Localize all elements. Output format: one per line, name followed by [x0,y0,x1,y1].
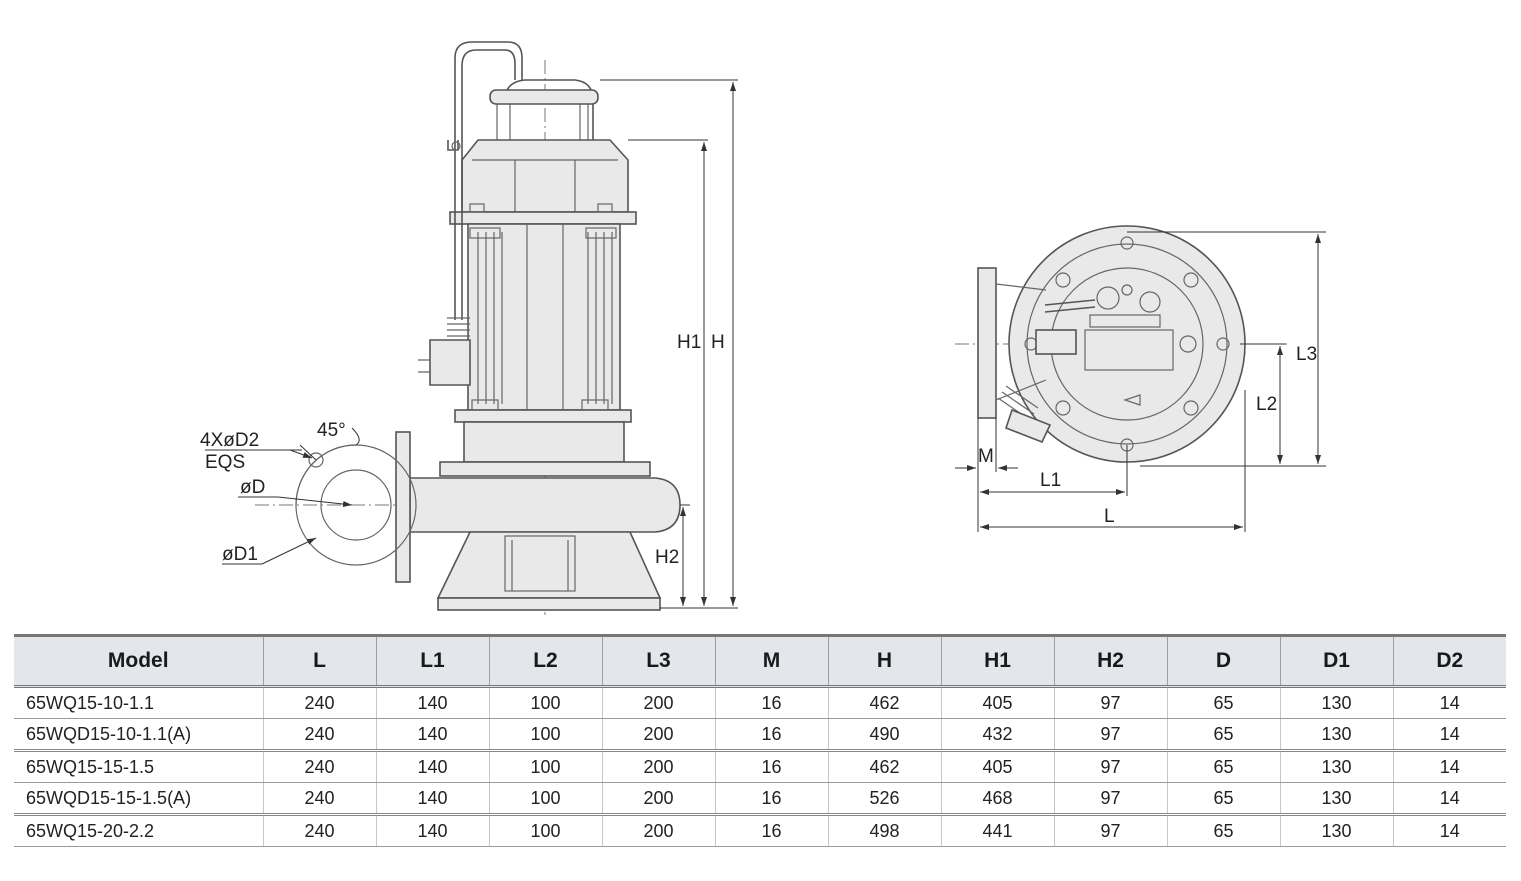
cell-d1: 130 [1279,718,1393,751]
m-label: M [978,446,994,467]
cell-d2: 14 [1392,813,1506,847]
cell-h: 526 [827,782,941,815]
h-label: H [711,332,725,353]
cell-l2: 100 [488,813,602,847]
cell-l3: 200 [601,813,715,847]
cell-h: 462 [827,749,941,783]
cell-m: 16 [714,718,828,751]
cell-d1: 130 [1279,749,1393,783]
cell-h: 490 [827,718,941,751]
cell-m: 16 [714,782,828,815]
cell-l1: 140 [375,686,489,719]
cell-model: 65WQD15-15-1.5(A) [14,782,263,815]
dimension-table: Model L L1 L2 L3 M H H1 H2 D D1 D2 65WQ1… [14,634,1506,847]
table-row: 65WQD15-10-1.1(A) 240 140 100 200 16 490… [14,718,1506,751]
column-header-l1: L1 [375,634,489,688]
cell-h2: 97 [1053,782,1167,815]
cell-l2: 100 [488,718,602,751]
cell-l3: 200 [601,749,715,783]
pump-side-view: H1 H H2 4XøD2 EQS 45° øD øD1 [200,41,738,615]
cell-l1: 140 [375,718,489,751]
cell-l2: 100 [488,686,602,719]
cell-d2: 14 [1392,782,1506,815]
cell-m: 16 [714,686,828,719]
l2-label: L2 [1256,394,1277,415]
table-header-row: Model L L1 L2 L3 M H H1 H2 D D1 D2 [14,634,1506,688]
column-header-h: H [827,634,941,688]
table-row: 65WQ15-15-1.5 240 140 100 200 16 462 405… [14,749,1506,783]
cell-h1: 441 [940,813,1054,847]
cell-l3: 200 [601,686,715,719]
cell-d1: 130 [1279,813,1393,847]
column-header-model: Model [14,634,263,688]
cell-m: 16 [714,749,828,783]
cell-l2: 100 [488,782,602,815]
cell-l1: 140 [375,813,489,847]
cell-l1: 140 [375,782,489,815]
eqs-label: EQS [205,452,245,473]
cell-d: 65 [1166,782,1280,815]
cell-m: 16 [714,813,828,847]
cell-l3: 200 [601,782,715,815]
cell-d1: 130 [1279,782,1393,815]
holes-label: 4XøD2 [200,430,259,451]
d-label: øD [240,477,265,498]
cell-d2: 14 [1392,686,1506,719]
cell-l: 240 [262,686,376,719]
cell-h: 462 [827,686,941,719]
cell-d2: 14 [1392,749,1506,783]
cell-d1: 130 [1279,686,1393,719]
cell-h2: 97 [1053,718,1167,751]
cell-d: 65 [1166,686,1280,719]
cell-l: 240 [262,718,376,751]
column-header-l2: L2 [488,634,602,688]
cell-d: 65 [1166,813,1280,847]
column-header-m: M [714,634,828,688]
cell-model: 65WQ15-15-1.5 [14,749,263,783]
cell-d: 65 [1166,718,1280,751]
l-label: L [1104,506,1115,527]
cell-l2: 100 [488,749,602,783]
column-header-h2: H2 [1053,634,1167,688]
l1-label: L1 [1040,470,1061,491]
column-header-d1: D1 [1279,634,1393,688]
table-row: 65WQ15-10-1.1 240 140 100 200 16 462 405… [14,686,1506,719]
column-header-l: L [262,634,376,688]
cell-h1: 432 [940,718,1054,751]
d1-label: øD1 [222,544,258,565]
cell-h: 498 [827,813,941,847]
cell-h1: 468 [940,782,1054,815]
cell-l: 240 [262,782,376,815]
table-row: 65WQ15-20-2.2 240 140 100 200 16 498 441… [14,813,1506,847]
cell-l: 240 [262,749,376,783]
cell-h2: 97 [1053,686,1167,719]
cell-l: 240 [262,813,376,847]
cell-l3: 200 [601,718,715,751]
angle-label: 45° [317,420,346,441]
cell-h2: 97 [1053,813,1167,847]
cell-d2: 14 [1392,718,1506,751]
column-header-l3: L3 [601,634,715,688]
cell-model: 65WQD15-10-1.1(A) [14,718,263,751]
cell-model: 65WQ15-20-2.2 [14,813,263,847]
table-row: 65WQD15-15-1.5(A) 240 140 100 200 16 526… [14,782,1506,815]
l3-label: L3 [1296,344,1317,365]
cell-model: 65WQ15-10-1.1 [14,686,263,719]
cell-d: 65 [1166,749,1280,783]
column-header-d2: D2 [1392,634,1506,688]
cell-l1: 140 [375,749,489,783]
cell-h1: 405 [940,749,1054,783]
column-header-h1: H1 [940,634,1054,688]
h1-label: H1 [677,332,701,353]
cell-h2: 97 [1053,749,1167,783]
pump-top-view: L3 L2 M L1 L [955,225,1326,532]
h2-label: H2 [655,547,679,568]
pump-dimension-drawing: H1 H H2 4XøD2 EQS 45° øD øD1 [200,41,1326,615]
cell-h1: 405 [940,686,1054,719]
column-header-d: D [1166,634,1280,688]
